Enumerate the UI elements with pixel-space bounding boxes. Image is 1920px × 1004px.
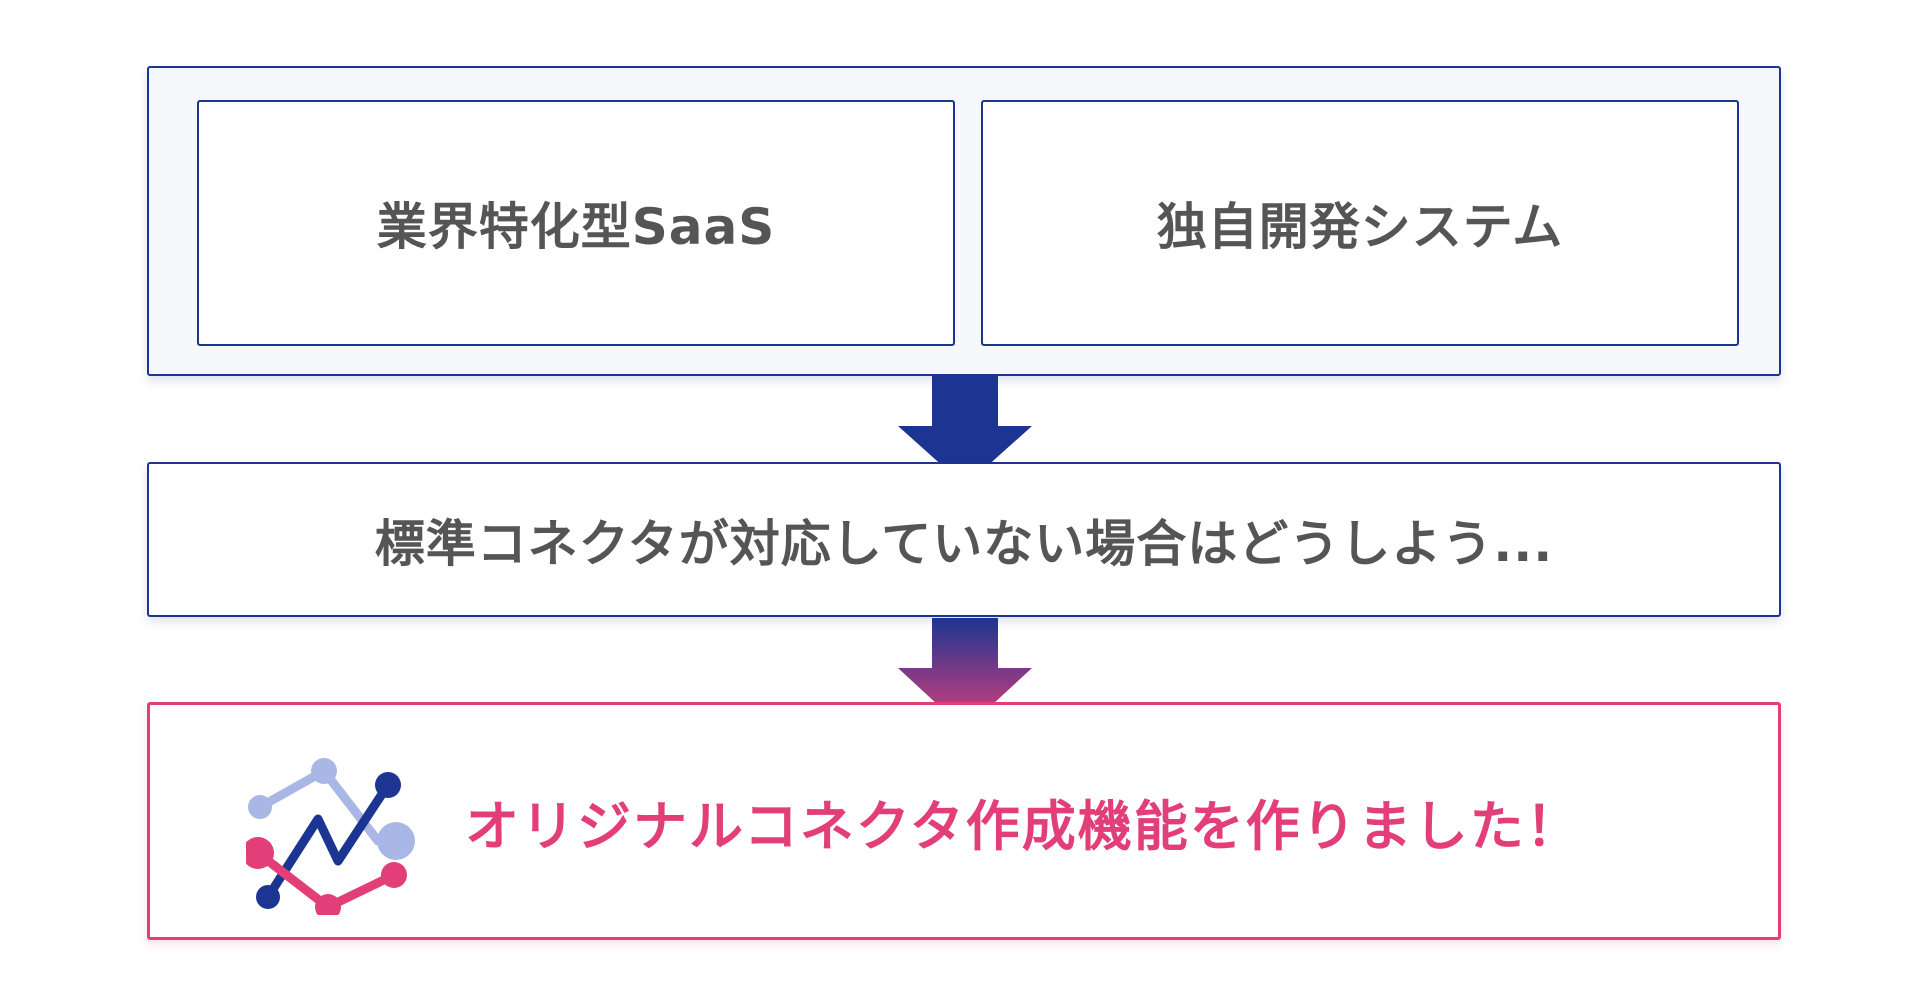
down-arrow-icon [898,376,1032,486]
custom-system-label: 独自開発システム [1156,198,1564,256]
gradient-down-arrow-icon [898,618,1032,730]
answer-box: オリジナルコネクタ作成機能を作りました！ [147,702,1781,940]
source-systems-group: 業界特化型SaaS 独自開発システム [147,66,1781,376]
industry-saas-box: 業界特化型SaaS [197,100,955,346]
answer-text: オリジナルコネクタ作成機能を作りました！ [465,794,1582,858]
industry-saas-label: 業界特化型SaaS [376,198,776,256]
connector-logo-icon [246,758,415,915]
question-box: 標準コネクタが対応していない場合はどうしよう... [147,462,1781,617]
custom-system-box: 独自開発システム [981,100,1739,346]
question-text: 標準コネクタが対応していない場合はどうしよう... [374,514,1554,573]
